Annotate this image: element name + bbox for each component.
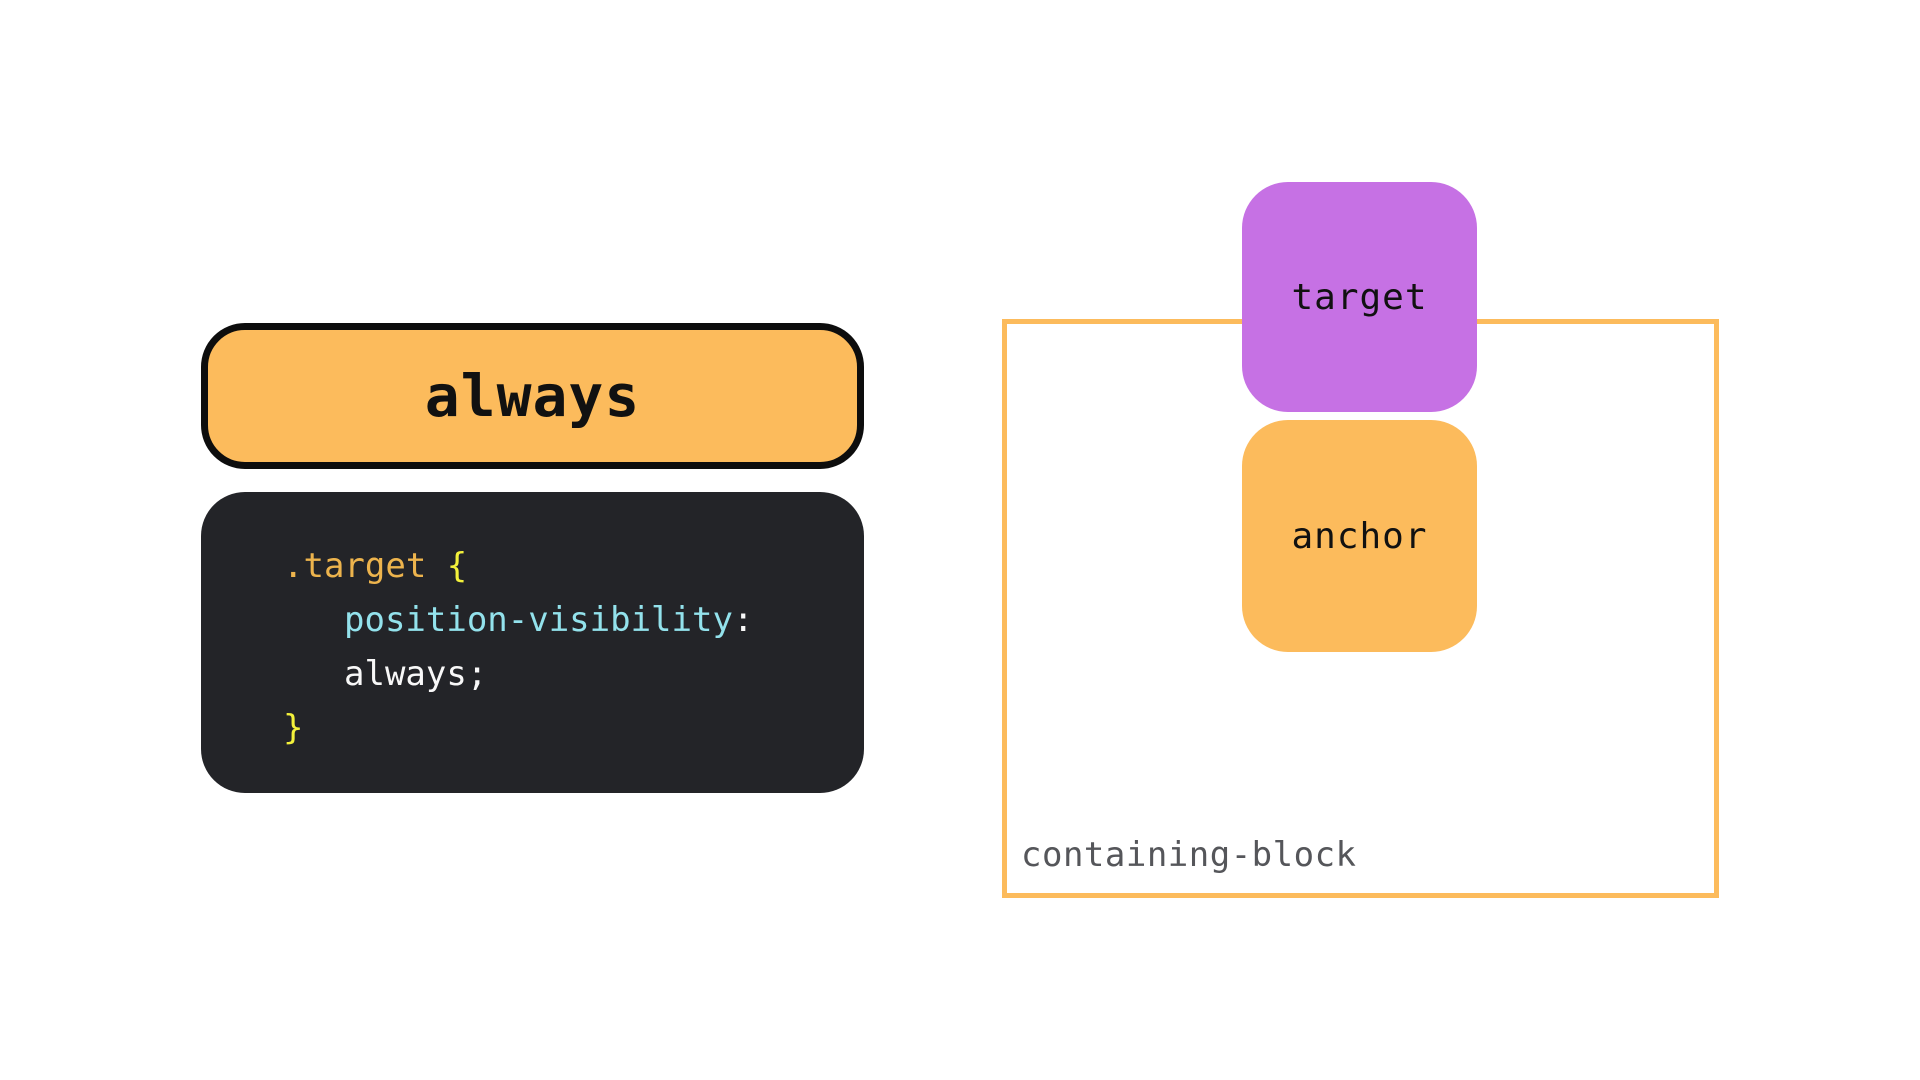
code-token-selector: .target — [283, 546, 447, 586]
code-line-property: position-visibility: — [283, 593, 864, 647]
code-token-colon: : — [732, 600, 754, 640]
code-token-open-brace: { — [446, 546, 468, 586]
code-line-close-brace: } — [283, 701, 864, 755]
target-box: target — [1242, 182, 1477, 412]
value-pill-label: always — [424, 362, 641, 430]
value-pill: always — [201, 323, 864, 469]
code-token-value: always; — [344, 654, 488, 694]
containing-block-label: containing-block — [1021, 835, 1357, 875]
code-token-property: position-visibility — [344, 600, 733, 640]
css-code-block: .target { position-visibility: always; } — [201, 492, 864, 793]
target-box-label: target — [1291, 276, 1428, 318]
code-token-close-brace: } — [283, 708, 304, 748]
anchor-box-label: anchor — [1291, 515, 1428, 557]
anchor-box: anchor — [1242, 420, 1477, 652]
code-line-selector: .target { — [283, 539, 864, 593]
code-line-value: always; — [283, 647, 864, 701]
